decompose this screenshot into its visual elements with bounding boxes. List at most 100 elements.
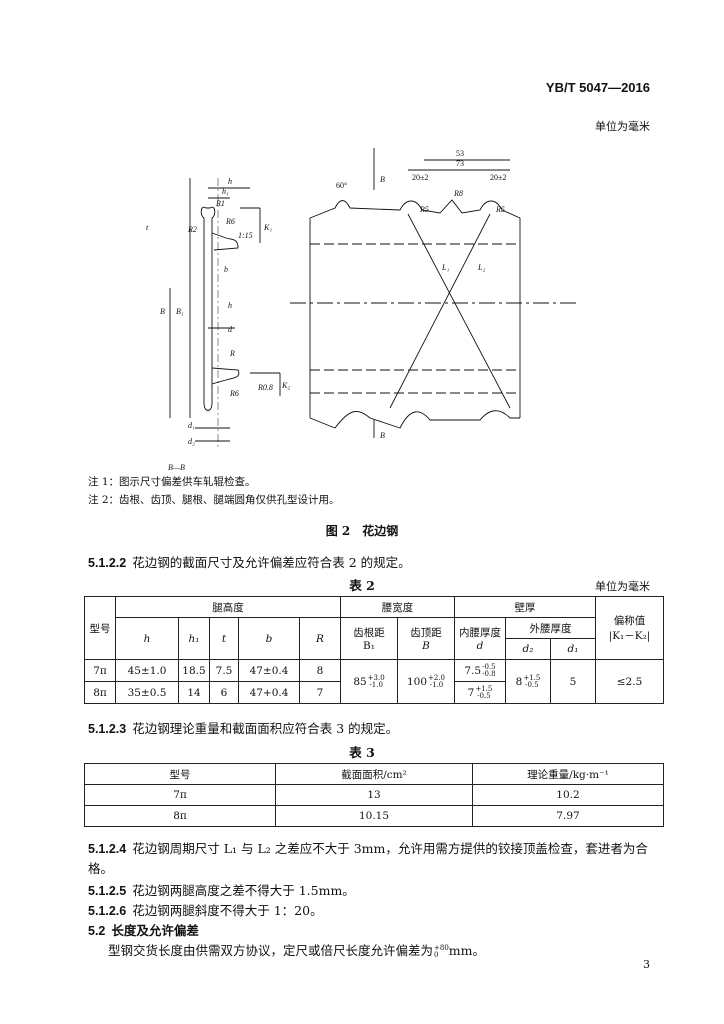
para-text: 花边钢周期尺寸 L₁ 与 L₂ 之差应不大于 3mm，允许用需方提供的铰接顶盖检… — [132, 841, 648, 856]
label-r6b: R6 — [229, 389, 239, 398]
row8-d-value: 7 — [467, 686, 475, 699]
row7-R: 8 — [299, 659, 341, 682]
label-r5-a: R5 — [419, 205, 429, 214]
unit-label: 单位为毫米 — [595, 120, 650, 133]
section-labels: h h₁ R1 R2 R6 1:15 K₁ t b B B₁ h d R R0.… — [146, 177, 290, 472]
label-73: 73 — [456, 159, 464, 168]
label-r1: R1 — [215, 199, 225, 208]
label-l2: L₂ — [477, 263, 485, 272]
cell-B1: 85+3.0-1.0 — [340, 659, 398, 704]
th-d1: d₁ — [550, 638, 596, 660]
row7-model: 7π — [84, 659, 116, 682]
row8-d: 7+1.5-0.5 — [454, 681, 506, 704]
plan-labels: 53 73 20±2 20±2 60° B B R5 R8 R5 L₁ L₂ — [336, 149, 506, 440]
cell-B: 100+2.0-1.0 — [397, 659, 455, 704]
para-text: 花边钢的截面尺寸及允许偏差应符合表 2 的规定。 — [132, 555, 411, 570]
table2-caption: 表 2 — [349, 578, 375, 593]
label-B-top: B — [380, 175, 385, 184]
length-unit: mm。 — [448, 943, 486, 958]
row7-h1: 18.5 — [178, 659, 210, 682]
label-B1: B₁ — [176, 307, 184, 316]
table2-unit: 单位为毫米 — [595, 580, 650, 593]
label-slope: 1:15 — [238, 231, 253, 240]
para-text: 花边钢理论重量和截面面积应符合表 3 的规定。 — [132, 721, 399, 736]
t3-h-model: 型号 — [84, 763, 276, 785]
label-t: t — [146, 223, 149, 232]
th-R: R — [299, 617, 341, 660]
label-r08: R0.8 — [257, 383, 273, 392]
section-number: 5.2 — [88, 924, 106, 938]
row8-h1: 14 — [178, 681, 210, 704]
th-h: h — [115, 617, 179, 660]
row8-b: 47+0.4 — [238, 681, 300, 704]
label-B: B — [160, 307, 165, 316]
para-5-1-2-3: 5.1.2.3 花边钢理论重量和截面面积应符合表 3 的规定。 — [88, 718, 398, 737]
t3-h-area: 截面面积/cm² — [275, 763, 473, 785]
label-B-bottom: B — [380, 431, 385, 440]
d2-tol-up: +1.5 — [523, 673, 541, 682]
B1-tol-dn: -1.0 — [369, 680, 383, 689]
label-20-a: 20±2 — [412, 173, 428, 182]
th-thickness: 壁厚 — [454, 596, 596, 618]
para-5-1-2-5: 5.1.2.5 花边钢两腿高度之差不得大于 1.5mm。 — [88, 880, 355, 899]
th-root-B1: B₁ — [363, 640, 375, 652]
th-deviation-1: 偏称值 — [613, 615, 646, 627]
page-number: 3 — [643, 958, 650, 971]
label-h: h — [228, 177, 232, 186]
para-text: 花边钢两腿高度之差不得大于 1.5mm。 — [132, 883, 355, 898]
para-5-1-2-4-cont: 格。 — [88, 861, 114, 876]
row8-h: 35±0.5 — [115, 681, 179, 704]
standard-code: YB/T 5047—2016 — [545, 80, 650, 95]
clause-number: 5.1.2.6 — [88, 904, 127, 918]
clause-number: 5.1.2.2 — [88, 556, 127, 570]
th-top-dist-label: 齿顶距 — [410, 627, 442, 639]
row7-t: 7.5 — [209, 659, 239, 682]
label-r5-b: R5 — [495, 205, 505, 214]
t3-r2-weight: 7.97 — [472, 805, 664, 827]
row8-R: 7 — [299, 681, 341, 704]
plan-view — [290, 148, 580, 438]
B1-value: 85 — [353, 675, 367, 688]
row8-model: 8π — [84, 681, 116, 704]
label-20-b: 20±2 — [490, 173, 506, 182]
th-d2: d₂ — [505, 638, 551, 660]
label-d1: d₁ — [188, 421, 195, 430]
figure-note-2: 注 2：齿根、齿顶、腿根、腿端圆角仅供孔型设计用。 — [88, 494, 340, 506]
table3-caption: 表 3 — [349, 745, 375, 760]
th-outer: 外腰厚度 — [505, 617, 596, 639]
clause-number: 5.1.2.5 — [88, 884, 127, 898]
length-tol-up: +80 — [434, 943, 449, 952]
B-tol-up: +2.0 — [428, 673, 446, 682]
cell-d1: 5 — [550, 659, 596, 704]
section-view — [169, 178, 281, 448]
para-text: 型钢交货长度由供需双方协议，定尺或倍尺长度允许偏差为 — [108, 943, 434, 958]
clause-number: 5.1.2.3 — [88, 722, 127, 736]
th-t: t — [209, 617, 239, 660]
label-b: b — [224, 265, 228, 274]
B-value: 100 — [406, 675, 428, 688]
B1-tol-up: +3.0 — [367, 673, 385, 682]
label-53: 53 — [456, 149, 464, 158]
cell-dev: ≤2.5 — [595, 659, 664, 704]
label-r2: R2 — [187, 225, 197, 234]
row7-d-tol-up: -0.5 — [482, 662, 496, 671]
row7-d: 7.5-0.5-0.8 — [454, 659, 506, 682]
label-r6: R6 — [225, 217, 235, 226]
para-5-1-2-2: 5.1.2.2 花边钢的截面尺寸及允许偏差应符合表 2 的规定。 — [88, 552, 411, 571]
row8-t: 6 — [209, 681, 239, 704]
row8-d-tol-up: +1.5 — [475, 684, 493, 693]
th-h1: h₁ — [178, 617, 210, 660]
t3-r1-weight: 10.2 — [472, 784, 664, 806]
row7-b: 47±0.4 — [238, 659, 300, 682]
th-model: 型号 — [84, 596, 116, 660]
label-l1: L₁ — [441, 263, 449, 272]
th-deviation: 偏称值|K₁－K₂| — [595, 596, 664, 660]
B-tol-dn: -1.0 — [429, 680, 444, 689]
label-k1: K₁ — [263, 223, 272, 232]
